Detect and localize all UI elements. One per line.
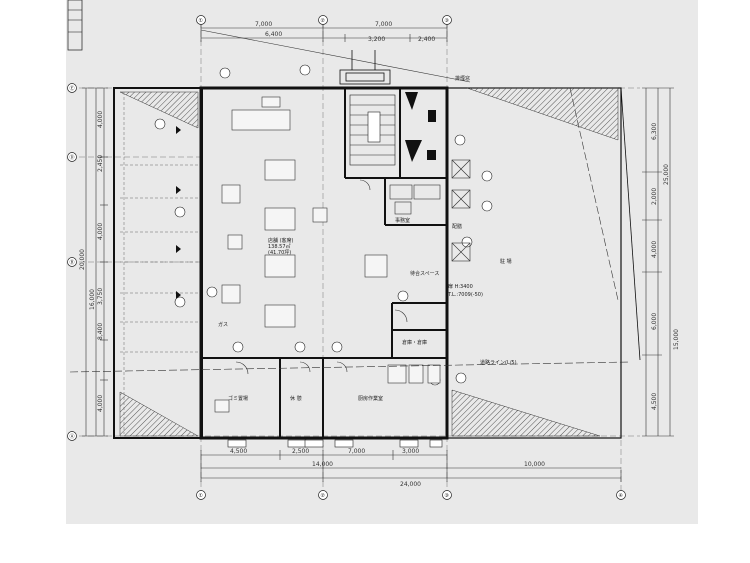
dim-top-sub-c: 2,400	[418, 36, 435, 43]
bottom-dimensions	[200, 450, 622, 482]
dining-tables	[214, 96, 441, 413]
parking-arrows	[176, 126, 181, 299]
grid-bottom-3: ③	[445, 493, 449, 499]
grid-top-3: ③	[445, 18, 449, 24]
dim-left-a: 4,000	[97, 111, 104, 128]
dim-top-sub-a: 6,400	[265, 31, 282, 38]
note-gas: ガス	[218, 321, 228, 328]
dim-bottom-seg-1: 4,500	[230, 448, 247, 455]
dim-right-e: 4,500	[651, 393, 658, 410]
dim-right-a: 6,300	[651, 123, 658, 140]
bottom-tags	[227, 439, 443, 448]
room-outdoor-label: 駐 場	[500, 258, 512, 265]
room-storage-label: 倉庫・倉庫	[402, 339, 427, 346]
grid-left-d: Ⓓ	[70, 154, 75, 161]
dim-bottom-total-right: 10,000	[524, 461, 545, 468]
note-setback-line: 道路ライン(L/5)	[480, 359, 517, 366]
grid-top-2: ②	[321, 18, 326, 24]
dim-bottom-grand-total: 24,000	[400, 481, 421, 488]
kitchen-equipment	[389, 159, 471, 262]
title-block-stub	[67, 0, 83, 51]
toilet-fixtures	[405, 92, 436, 162]
grid-bubbles-top: ① ② ③	[196, 15, 452, 25]
dim-bottom-seg-2: 2,500	[292, 448, 309, 455]
dim-top-span-b: 7,000	[375, 21, 392, 28]
left-dimensions	[82, 87, 108, 437]
dim-top-span-a: 7,000	[255, 21, 272, 28]
grid-left-b: Ⓑ	[70, 259, 75, 266]
note-tel-line: T.L.:7009(-50)	[447, 292, 483, 298]
parking-hatch	[119, 87, 619, 437]
grid-top-1: ①	[199, 18, 204, 24]
grid-bubbles-left: Ⓔ Ⓓ Ⓑ Ⓐ	[67, 83, 77, 441]
dim-left-overall: 20,000	[79, 249, 86, 270]
room-main-hall-label: 店舗 (客席)	[268, 237, 294, 244]
grid-bottom-2: ②	[321, 493, 326, 499]
note-door-height: 扉 H:3400	[448, 283, 473, 290]
dim-left-b: 2,450	[97, 155, 104, 172]
dim-right-c: 4,000	[651, 241, 658, 258]
setback-line	[69, 87, 631, 373]
dim-left-c: 4,000	[97, 223, 104, 240]
dim-right-b: 2,000	[651, 188, 658, 205]
room-pantry-label: 配膳	[452, 223, 462, 230]
right-dimensions	[642, 87, 674, 437]
grid-left-e: Ⓔ	[70, 85, 75, 92]
dim-bottom-total-left: 14,000	[312, 461, 333, 468]
room-main-hall-area: 138.57㎡	[268, 243, 291, 250]
grid-bottom-4: ④	[619, 493, 624, 499]
dim-left-mid: 16,000	[89, 289, 96, 310]
door-swings	[235, 179, 408, 375]
dim-right-d: 6,000	[651, 313, 658, 330]
stair	[349, 94, 396, 166]
room-waiting-label: 待合スペース	[410, 270, 439, 277]
room-main-hall-seats: (41.70坪)	[268, 249, 291, 256]
dim-left-e: 8,400	[97, 323, 104, 340]
dim-top-sub-b: 3,200	[368, 36, 385, 43]
dim-left-d: 3,750	[97, 288, 104, 305]
interior-walls	[201, 88, 447, 438]
room-waste-label: ゴミ置場	[228, 395, 248, 402]
grid-bubbles-bottom: ① ② ③ ④	[196, 490, 626, 500]
dim-right-overall: 25,000	[663, 164, 670, 185]
room-staff-label: 休 憩	[290, 395, 302, 402]
room-kitchen-label: 厨房作業室	[358, 395, 383, 402]
top-dimensions	[200, 24, 471, 83]
dim-bottom-seg-3: 7,000	[348, 448, 365, 455]
room-office-label: 事務室	[395, 217, 410, 224]
dim-right-overall2: 15,000	[673, 329, 680, 350]
grid-left-a: Ⓐ	[70, 433, 75, 440]
dim-left-f: 4,000	[97, 395, 104, 412]
grid-bottom-1: ①	[199, 493, 204, 499]
parking-stalls-left	[120, 92, 198, 434]
entrance-canopy	[339, 50, 391, 85]
dim-bottom-seg-4: 3,000	[402, 448, 419, 455]
note-rail: 排煙窓	[455, 75, 470, 82]
